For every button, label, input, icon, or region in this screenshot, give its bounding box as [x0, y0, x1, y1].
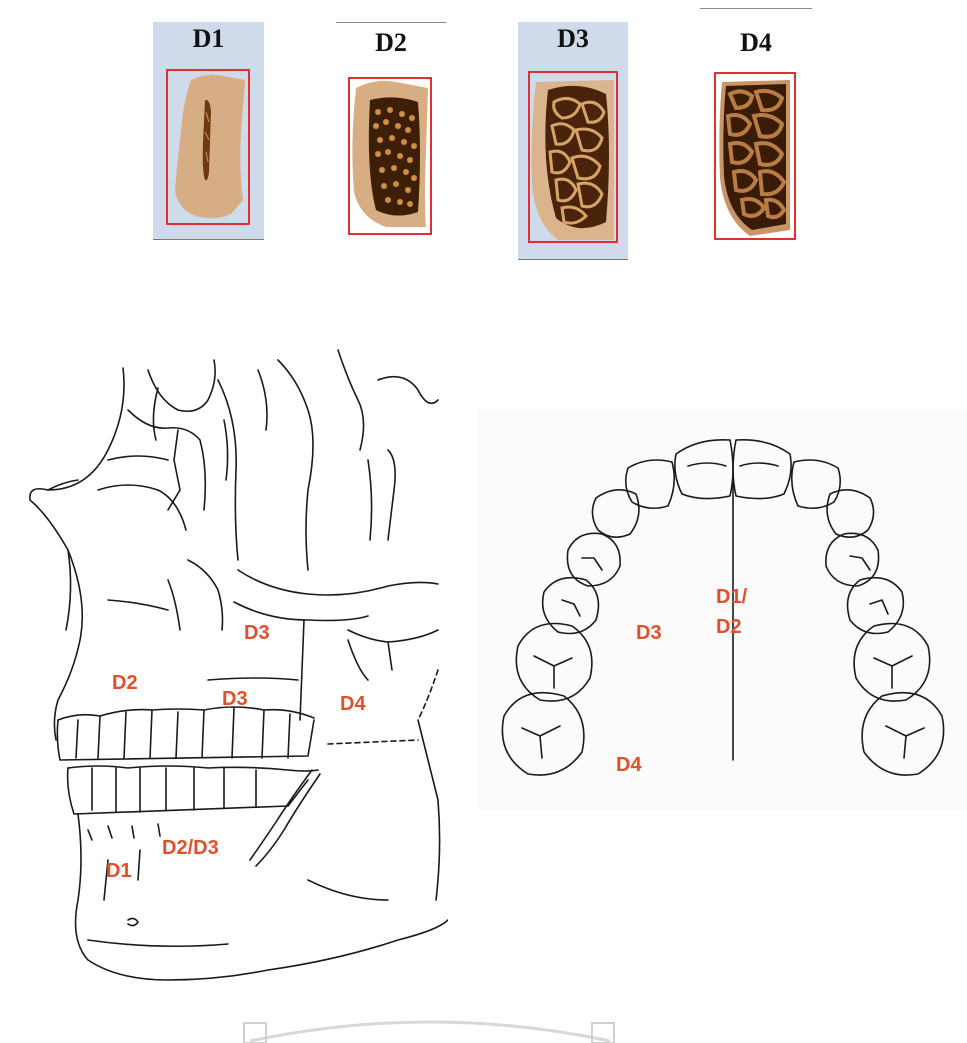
- arch-label-premolar: D3: [636, 622, 662, 645]
- skull-lateral-view: D2 D3 D3 D4 D1 D2/D3: [8, 340, 448, 1010]
- arch-line-drawing: [478, 410, 967, 810]
- bone-section-d3: [518, 22, 628, 260]
- density-panel-d1: D1: [153, 22, 264, 240]
- density-panel-d4: D4: [700, 8, 812, 246]
- skull-label-lower-anterior: D1: [106, 860, 132, 883]
- skull-label-upper-posterior: D4: [340, 693, 366, 716]
- bone-section-d1: [153, 22, 264, 240]
- density-panel-d2: D2: [336, 22, 446, 240]
- dental-arch-view: D1/ D2 D3 D4: [478, 410, 967, 810]
- skull-label-upper-premolar: D3: [222, 688, 248, 711]
- skull-label-upper-region: D3: [244, 622, 270, 645]
- arch-label-anterior-line1: D1/: [716, 586, 747, 609]
- skull-label-upper-anterior: D2: [112, 672, 138, 695]
- watermark-seal: [230, 1003, 630, 1043]
- arch-label-anterior-line2: D2: [716, 616, 742, 639]
- bone-section-d2: [336, 22, 446, 240]
- density-panel-d3: D3: [518, 22, 628, 260]
- bone-section-d4: [700, 8, 812, 246]
- arch-label-molar: D4: [616, 754, 642, 777]
- skull-line-drawing: [8, 340, 448, 1010]
- skull-label-lower-posterior: D2/D3: [162, 837, 219, 860]
